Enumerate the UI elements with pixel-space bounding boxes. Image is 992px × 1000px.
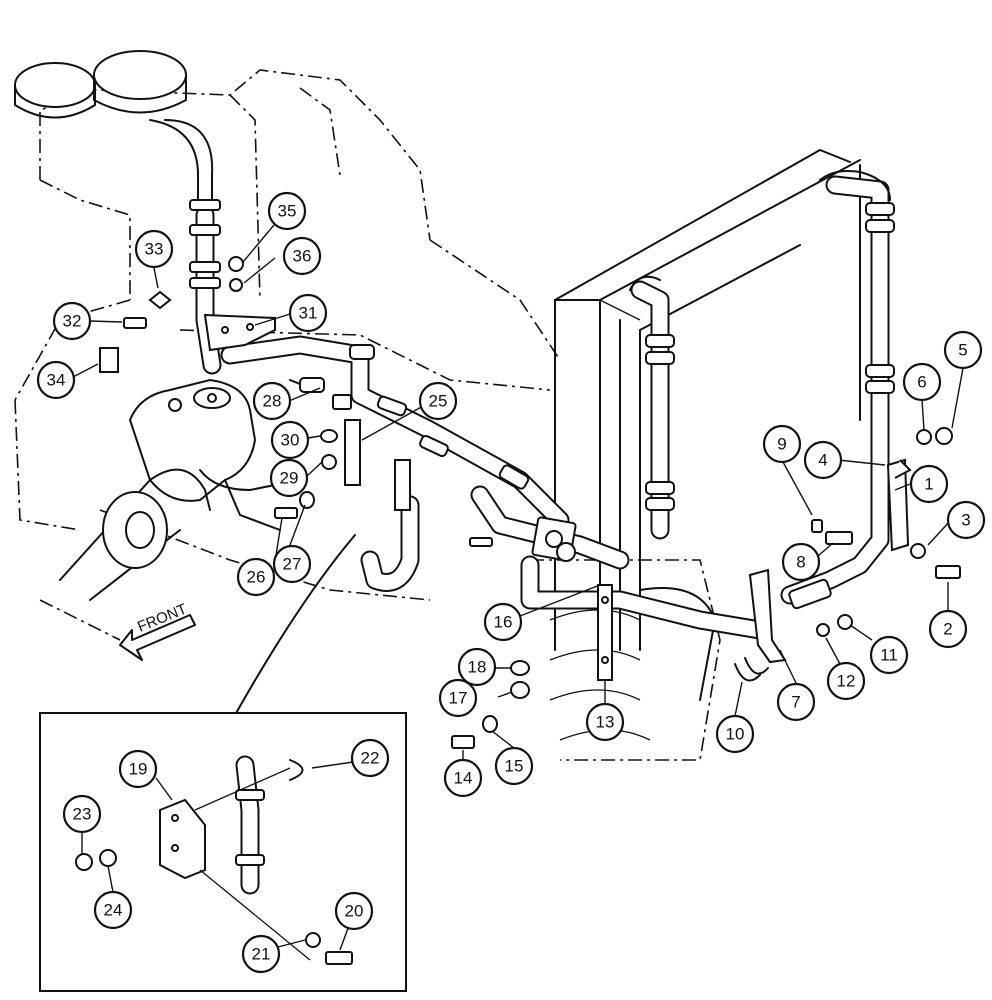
bracket-7 bbox=[748, 568, 787, 664]
air-tube-main bbox=[220, 335, 570, 530]
bracket-25 bbox=[344, 419, 411, 511]
pulley bbox=[59, 468, 211, 601]
callout-12: 12 bbox=[826, 661, 866, 701]
svg-text:23: 23 bbox=[73, 805, 92, 824]
svg-text:17: 17 bbox=[449, 689, 468, 708]
svg-text:34: 34 bbox=[47, 371, 66, 390]
callout-26: 26 bbox=[236, 557, 276, 597]
svg-text:31: 31 bbox=[299, 304, 318, 323]
callout-18: 18 bbox=[457, 647, 497, 687]
callout-28: 28 bbox=[252, 381, 292, 421]
radiator-inlet-hose bbox=[629, 275, 675, 540]
callout-10: 10 bbox=[715, 714, 755, 754]
svg-text:28: 28 bbox=[263, 392, 282, 411]
svg-text:4: 4 bbox=[818, 451, 827, 470]
callout-8: 8 bbox=[781, 542, 821, 582]
elbow-tube bbox=[470, 485, 630, 570]
svg-text:25: 25 bbox=[429, 392, 448, 411]
callout-35: 35 bbox=[267, 191, 307, 231]
svg-text:24: 24 bbox=[104, 901, 123, 920]
callout-3: 3 bbox=[946, 500, 986, 540]
front-arrow: FRONT bbox=[119, 601, 196, 661]
svg-text:8: 8 bbox=[796, 553, 805, 572]
leader-lines bbox=[72, 224, 964, 951]
callout-17: 17 bbox=[438, 678, 478, 718]
lower-hose bbox=[360, 495, 420, 592]
svg-text:26: 26 bbox=[247, 568, 266, 587]
svg-text:19: 19 bbox=[129, 760, 148, 779]
svg-text:14: 14 bbox=[454, 769, 473, 788]
svg-text:29: 29 bbox=[280, 469, 299, 488]
callout-1: 1 bbox=[909, 464, 949, 504]
callout-33: 33 bbox=[134, 229, 174, 269]
radiator-tube-loop bbox=[520, 555, 770, 640]
svg-text:11: 11 bbox=[880, 646, 898, 665]
callout-25: 25 bbox=[418, 381, 458, 421]
svg-text:18: 18 bbox=[468, 658, 487, 677]
svg-text:20: 20 bbox=[345, 902, 364, 921]
callouts: 1 2 3 4 5 6 7 8 9 10 11 12 13 14 15 16 1… bbox=[36, 191, 986, 974]
svg-text:16: 16 bbox=[494, 613, 513, 632]
callout-31: 31 bbox=[288, 293, 328, 333]
bracket-1 bbox=[886, 458, 912, 552]
callout-27: 27 bbox=[272, 544, 312, 584]
svg-text:35: 35 bbox=[278, 202, 297, 221]
bracket-13 bbox=[597, 584, 613, 681]
svg-text:6: 6 bbox=[917, 373, 926, 392]
svg-text:33: 33 bbox=[145, 240, 164, 259]
detail-pointer bbox=[234, 534, 356, 716]
callout-11: 11 bbox=[869, 635, 909, 675]
callout-14: 14 bbox=[443, 758, 483, 798]
svg-text:32: 32 bbox=[63, 312, 82, 331]
callout-6: 6 bbox=[902, 362, 942, 402]
lower-engine bbox=[530, 559, 721, 761]
svg-text:7: 7 bbox=[791, 693, 800, 712]
callout-20: 20 bbox=[334, 891, 374, 931]
svg-text:9: 9 bbox=[777, 435, 786, 454]
callout-29: 29 bbox=[269, 458, 309, 498]
svg-text:22: 22 bbox=[361, 749, 380, 768]
callout-22: 22 bbox=[350, 738, 390, 778]
air-filter-caps bbox=[14, 50, 214, 211]
callout-32: 32 bbox=[52, 301, 92, 341]
callout-15: 15 bbox=[494, 746, 534, 786]
svg-text:12: 12 bbox=[837, 672, 856, 691]
callout-24: 24 bbox=[93, 890, 133, 930]
svg-text:3: 3 bbox=[961, 511, 970, 530]
svg-text:5: 5 bbox=[958, 341, 967, 360]
callout-36: 36 bbox=[282, 236, 322, 276]
callout-2: 2 bbox=[928, 609, 968, 649]
callout-5: 5 bbox=[943, 330, 983, 370]
callout-7: 7 bbox=[776, 682, 816, 722]
svg-text:36: 36 bbox=[293, 247, 312, 266]
svg-text:21: 21 bbox=[252, 945, 271, 964]
callout-34: 34 bbox=[36, 360, 76, 400]
svg-text:15: 15 bbox=[505, 757, 524, 776]
svg-text:1: 1 bbox=[924, 475, 933, 494]
callout-21: 21 bbox=[241, 934, 281, 974]
svg-text:27: 27 bbox=[283, 555, 302, 574]
svg-text:2: 2 bbox=[943, 620, 952, 639]
svg-text:30: 30 bbox=[281, 431, 300, 450]
callout-16: 16 bbox=[483, 602, 523, 642]
callout-4: 4 bbox=[803, 440, 843, 480]
radiator-outlet-hose bbox=[780, 170, 895, 610]
injection-pump bbox=[128, 378, 301, 531]
callout-9: 9 bbox=[762, 424, 802, 464]
detail-inset bbox=[39, 712, 407, 992]
callout-30: 30 bbox=[270, 420, 310, 460]
callout-13: 13 bbox=[585, 702, 625, 742]
svg-text:13: 13 bbox=[596, 713, 615, 732]
callout-23: 23 bbox=[62, 794, 102, 834]
callout-19: 19 bbox=[118, 749, 158, 789]
svg-text:10: 10 bbox=[726, 725, 745, 744]
